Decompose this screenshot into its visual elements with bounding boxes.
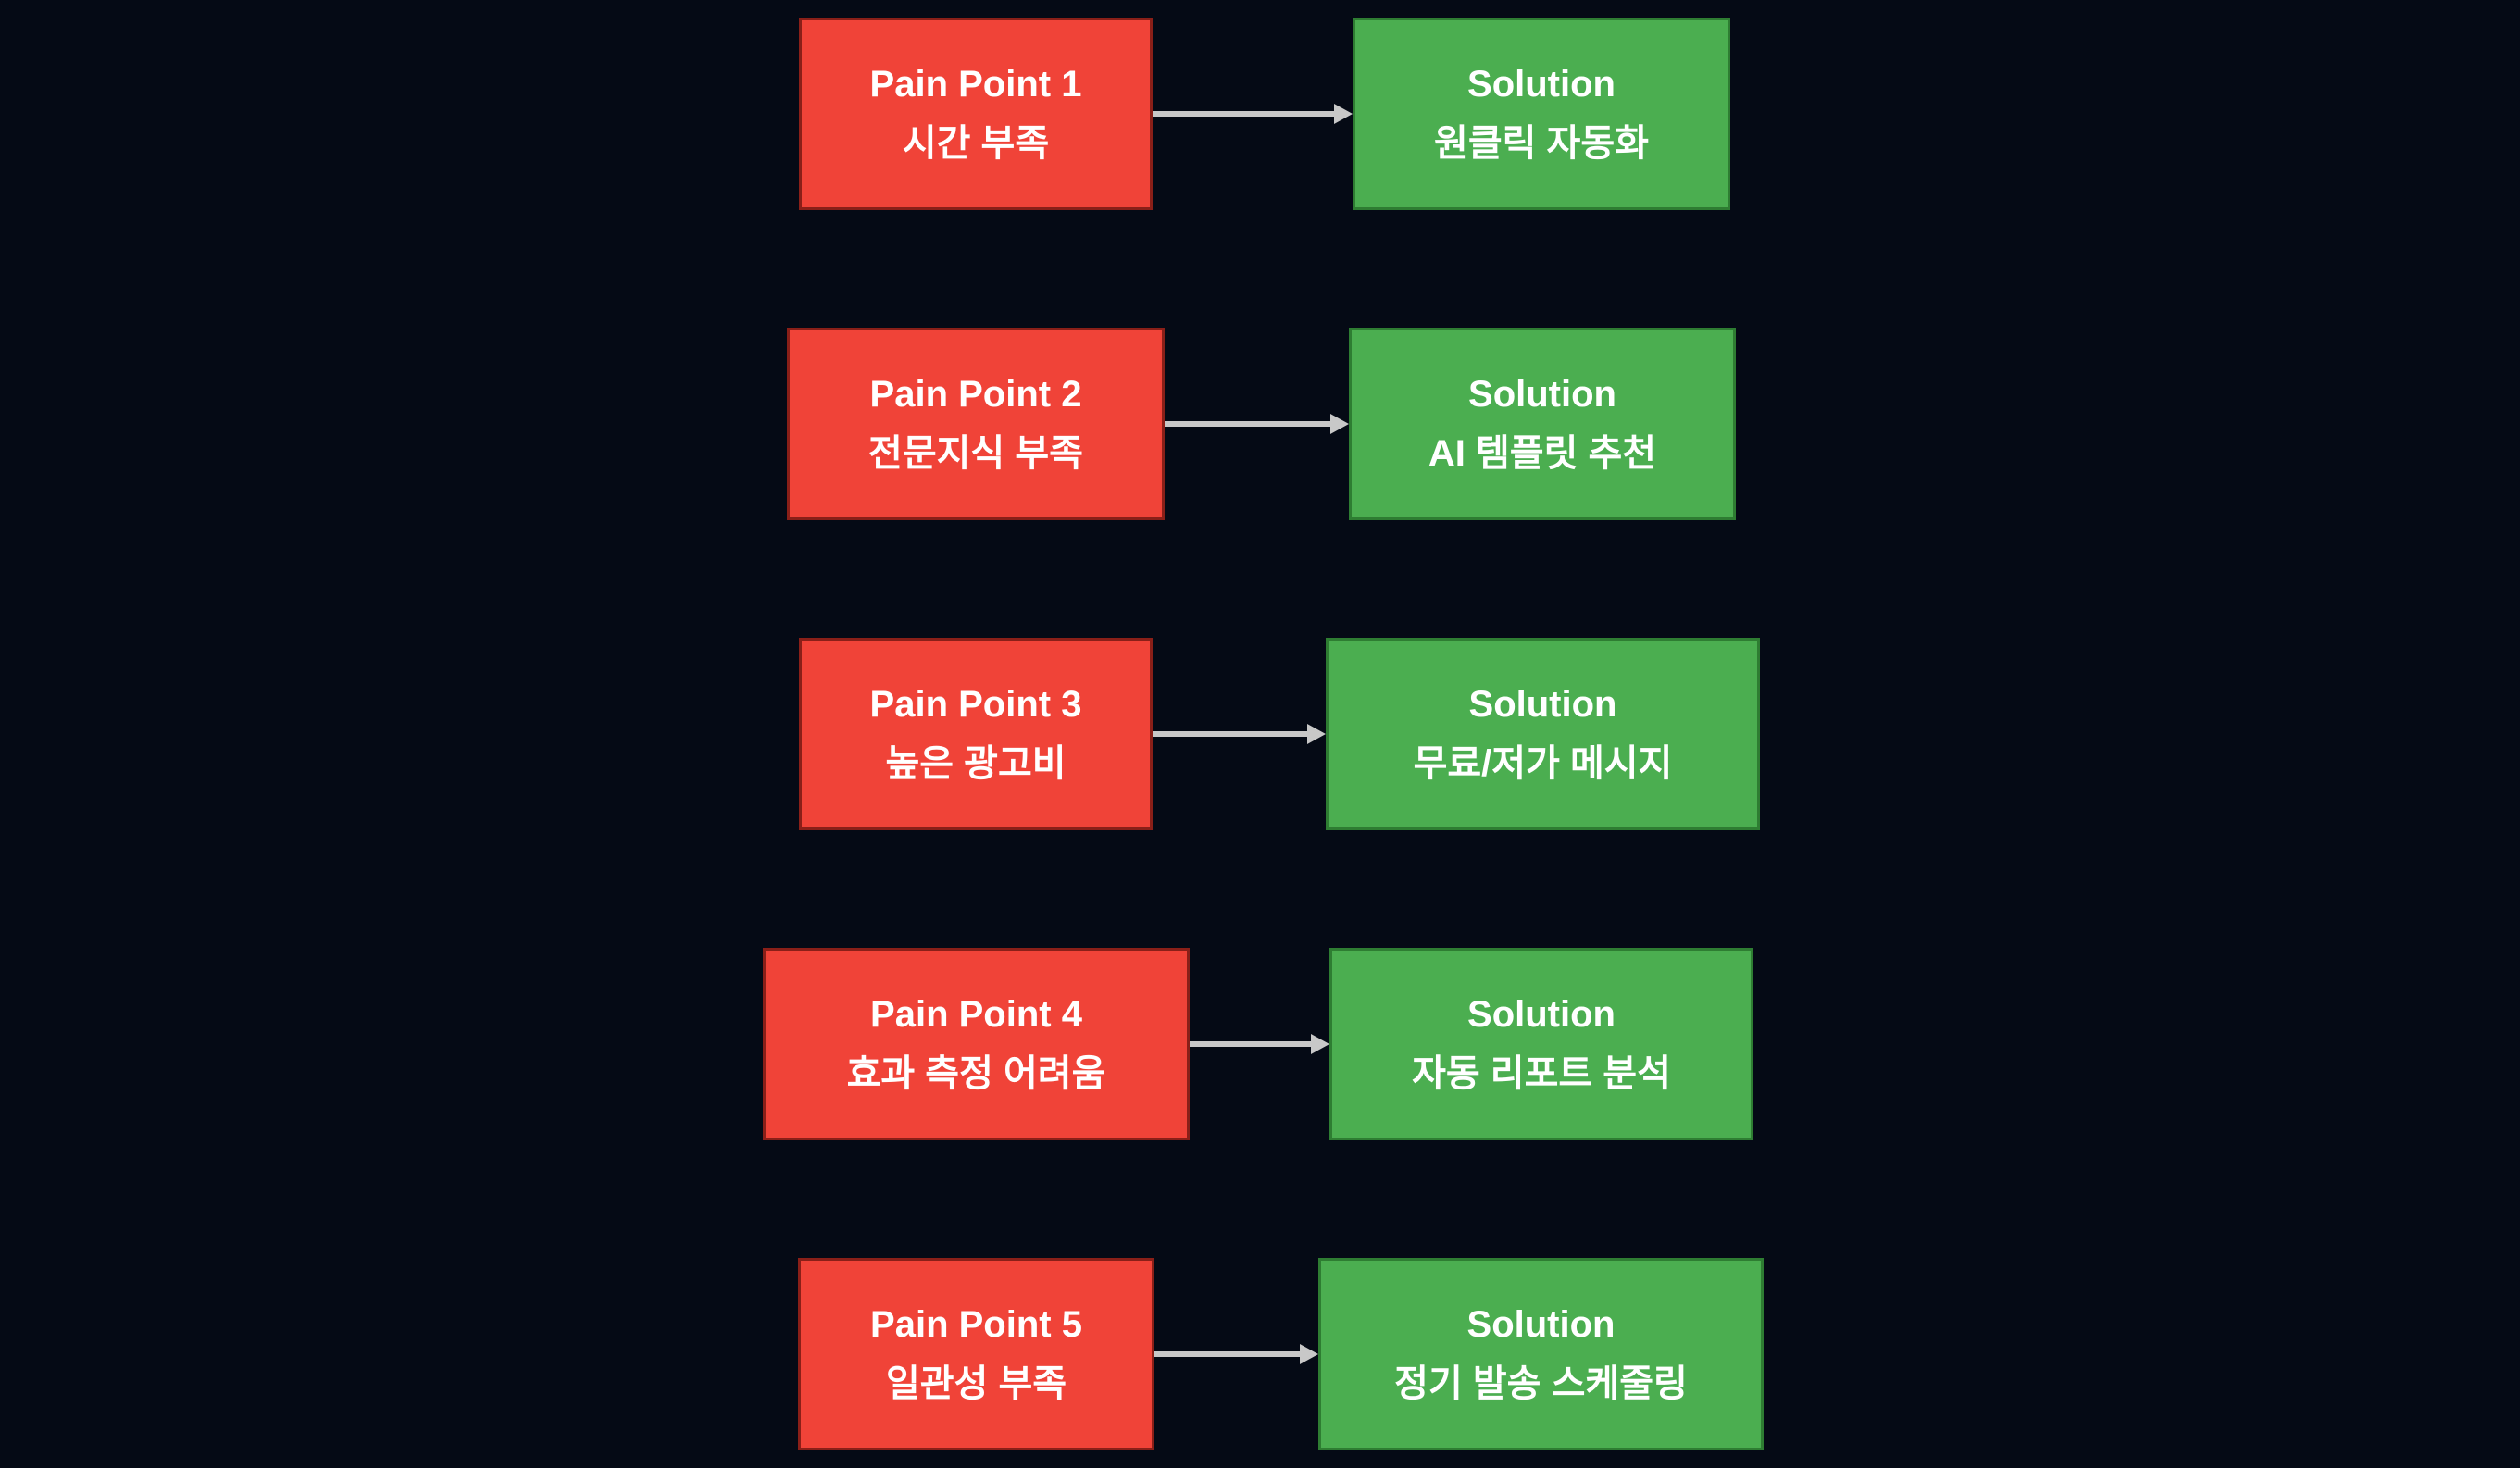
solution-title: Solution xyxy=(1468,374,1616,415)
mapping-row-5: Pain Point 5 일관성 부족 Solution 정기 발송 스케줄링 xyxy=(0,1258,2520,1450)
pain-point-title: Pain Point 1 xyxy=(869,64,1082,105)
solution-box: Solution 자동 리포트 분석 xyxy=(1329,948,1753,1140)
solution-box: Solution 원클릭 자동화 xyxy=(1353,18,1730,210)
pain-point-title: Pain Point 5 xyxy=(870,1304,1082,1345)
pain-point-description: 높은 광고비 xyxy=(885,743,1067,784)
solution-title: Solution xyxy=(1467,994,1616,1035)
solution-description: AI 템플릿 추천 xyxy=(1428,433,1657,474)
pain-point-description: 일관성 부족 xyxy=(885,1363,1067,1404)
arrow-head-icon xyxy=(1300,1344,1318,1364)
arrow-head-icon xyxy=(1330,414,1349,434)
solution-title: Solution xyxy=(1466,1304,1616,1345)
solution-box: Solution 정기 발송 스케줄링 xyxy=(1318,1258,1764,1450)
arrow-connector xyxy=(1190,1034,1329,1054)
mapping-row-2: Pain Point 2 전문지식 부족 Solution AI 템플릿 추천 xyxy=(0,328,2520,520)
pain-point-box: Pain Point 3 높은 광고비 xyxy=(799,638,1153,830)
solution-title: Solution xyxy=(1468,684,1617,725)
pain-point-box: Pain Point 4 효과 측정 어려움 xyxy=(763,948,1190,1140)
mapping-row-3: Pain Point 3 높은 광고비 Solution 무료/저가 메시지 xyxy=(0,638,2520,830)
solution-title: Solution xyxy=(1467,64,1616,105)
pain-point-title: Pain Point 2 xyxy=(869,374,1082,415)
pain-point-description: 효과 측정 어려움 xyxy=(846,1053,1106,1094)
pain-point-box: Pain Point 2 전문지식 부족 xyxy=(787,328,1165,520)
arrow-connector xyxy=(1165,414,1349,434)
solution-description: 정기 발송 스케줄링 xyxy=(1394,1363,1688,1404)
solution-description: 자동 리포트 분석 xyxy=(1412,1053,1671,1094)
pain-point-title: Pain Point 3 xyxy=(869,684,1082,725)
mapping-row-4: Pain Point 4 효과 측정 어려움 Solution 자동 리포트 분… xyxy=(0,948,2520,1140)
pain-point-title: Pain Point 4 xyxy=(870,994,1082,1035)
mapping-row-1: Pain Point 1 시간 부족 Solution 원클릭 자동화 xyxy=(0,18,2520,210)
solution-description: 무료/저가 메시지 xyxy=(1413,743,1673,784)
solution-box: Solution 무료/저가 메시지 xyxy=(1326,638,1760,830)
arrow-connector xyxy=(1154,1344,1318,1364)
arrow-head-icon xyxy=(1311,1034,1329,1054)
arrow-connector xyxy=(1153,724,1326,744)
pain-point-box: Pain Point 1 시간 부족 xyxy=(799,18,1153,210)
arrow-head-icon xyxy=(1334,104,1353,124)
pain-point-box: Pain Point 5 일관성 부족 xyxy=(798,1258,1154,1450)
arrow-connector xyxy=(1153,104,1353,124)
pain-point-description: 시간 부족 xyxy=(902,123,1050,164)
solution-description: 원클릭 자동화 xyxy=(1434,123,1649,164)
arrow-head-icon xyxy=(1307,724,1326,744)
solution-box: Solution AI 템플릿 추천 xyxy=(1349,328,1736,520)
pain-point-description: 전문지식 부족 xyxy=(868,433,1083,474)
